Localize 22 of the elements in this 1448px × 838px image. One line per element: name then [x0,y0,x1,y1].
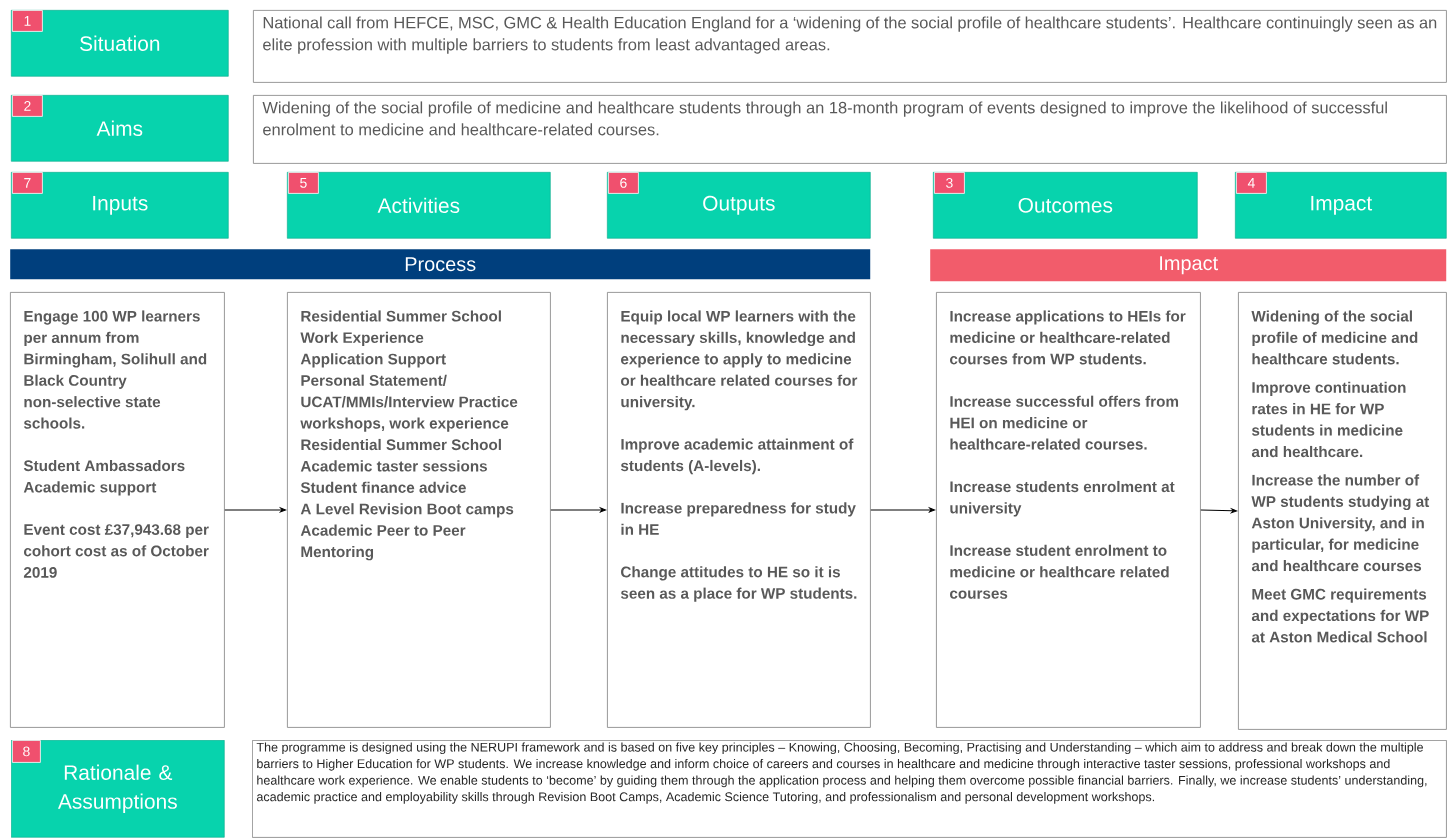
number-badge: 8 [12,740,41,763]
arrow [550,507,607,513]
arrow [870,507,936,513]
number-badge: 1 [12,10,43,32]
section-band: Process [10,249,871,280]
content-box: Increase applications to HEIs for medicine or healthcare-related courses from WP students. Increase successful offers from HEI on medicine or healthcare-related courses. Increase students enrolment at university Increase student enrolment to medicine or healthcare related courses [936,292,1201,728]
number-badge: 4 [1236,172,1267,194]
content-box: Widening of the social profile of medicine and healthcare students. Improve continuation rates in HE for WP students in medicine and healthcare. Increase the number of WP students studying at Aston University, and in particular, for medicine and healthcare courses Meet GMC requirements and expectations for WP at Aston Medical School [1238,292,1447,730]
content-box: Equip local WP learners with the necessary skills, knowledge and experience to apply to medicine or healthcare related courses for university. Improve academic attainment of students (A-levels). Increase preparedness for study in HE Change attitudes to HE so it is seen as a place for WP students. [607,292,871,728]
number-badge: 7 [12,172,43,194]
text-box: The programme is designed using the NERUPI framework and is based on five key principles – Knowing, Choosing, Becoming, Practising and Understanding – which aim to address and break down the multiple barriers to Higher Education for WP students. We increase knowledge and inform choice of careers and courses in healthcare and medicine through interactive taster sessions, professional workshops and healthcare work experience. We enable students to ‘become’ by guiding them through the application process and helping them overcome possible financial barriers. Finally, we increase students’ understanding, academic practice and employability skills through Revision Boot Camps, Academic Science Tutoring, and professionalism and personal development workshops. [252,740,1447,838]
number-badge: 3 [934,172,965,194]
arrow [224,507,287,513]
text-box: Widening of the social profile of medicine and healthcare students through an 18-month program of events designed to improve the likelihood of successful enrolment to medicine and healthcare-related courses. [253,95,1447,164]
text-box: National call from HEFCE, MSC, GMC & Health Education England for a ‘widening of the social profile of healthcare students’. Healthcare continuingly seen as an elite profession with multiple barriers to students from least advantaged areas. [253,10,1447,83]
number-badge: 5 [288,172,319,194]
section-band: Impact [930,249,1447,282]
content-box: Residential Summer School Work Experience Application Support Personal Statement/ UCAT/MMIs/Interview Practice workshops, work experience Residential Summer School Academic taster sessions Student finance advice A Level Revision Boot camps Academic Peer to Peer Mentoring [287,292,551,728]
number-badge: 2 [12,95,43,117]
content-box: Engage 100 WP learners per annum from Birmingham, Solihull and Black Country non-selective state schools. Student Ambassadors Academic support Event cost £37,943.68 per cohort cost as of October 2019 [10,292,225,728]
number-badge: 6 [608,172,639,194]
arrow [1200,508,1238,514]
